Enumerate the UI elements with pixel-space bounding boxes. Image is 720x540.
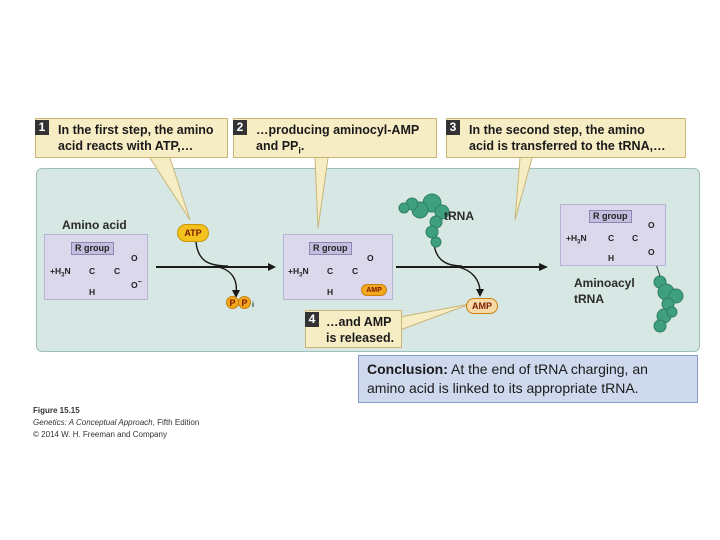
step1-pointer [149,157,191,221]
pyrophosphate-p2: P [238,296,251,309]
step4-line1: …and AMP [326,315,392,329]
amp-tag: AMP [361,284,387,296]
atp-badge: ATP [177,224,209,242]
arrowhead-step1 [268,263,276,271]
step2-line2-end: . [300,139,305,153]
step4-number: 4 [305,312,319,327]
aminoacyl-trna-label-line1: Aminoacyl [574,276,635,290]
figure-number: Figure 15.15 [33,406,80,415]
step2-pointer [314,157,329,229]
aminoacyl-amp-carboxyl-c: C [352,266,359,276]
aminoacyl-trna-rgroup: R group [589,210,632,223]
step4-callout: …and AMP is released. [305,310,402,348]
pyrophosphate-sub: i [252,302,254,309]
pp-out-arrow [217,266,238,295]
step3-pointer [514,157,533,221]
trna-label: tRNA [444,209,474,223]
amine-n-3: N [580,233,587,243]
conclusion-box: Conclusion: At the end of tRNA charging,… [358,355,698,403]
trna-icon [398,193,450,248]
step1-number: 1 [35,120,49,135]
step3-line2: acid is transferred to the tRNA,… [469,139,666,153]
amino-acid-alpha-c: C [89,266,96,276]
conclusion-line2: amino acid is linked to its appropriate … [367,380,639,396]
amino-acid-oxygen: O [131,253,138,263]
o-minus-sign: − [137,279,142,286]
aminoacyl-amp-alpha-c: C [327,266,334,276]
step2-number: 2 [233,120,247,135]
step2-line2: and PPi. [256,138,432,159]
charged-trna-icon [653,275,684,333]
conclusion-prefix: Conclusion: [367,361,448,377]
aminoacyl-trna-carboxyl-c: C [632,233,639,243]
amino-acid-oxygen-minus: O− [131,279,142,290]
step2-callout: …producing aminocyl-AMP and PPi. [233,118,437,158]
step4-line2: is released. [326,331,395,345]
amino-acid-molecule [44,234,148,300]
amine-h-2: +H [288,266,300,276]
conclusion-line1-rest: At the end of tRNA charging, an [447,361,648,377]
step2-line1: …producing aminocyl-AMP [256,123,420,137]
step3-number: 3 [446,120,460,135]
amine-h-3: +H [566,233,578,243]
amino-acid-carboxyl-c: C [114,266,121,276]
step2-line2-text: and PP [256,139,299,153]
trna-in-arrow [433,243,463,267]
amino-acid-hydrogen: H [89,287,96,297]
arrowhead-step2 [539,263,548,271]
step1-callout: In the first step, the amino acid reacts… [35,118,228,158]
aminoacyl-trna-hydrogen: H [608,253,615,263]
book-title: Genetics: A Conceptual Approach [33,418,153,427]
amino-acid-rgroup: R group [71,242,114,255]
amino-acid-amine: +H3N [50,266,71,279]
amine-sub-2: 3 [299,272,303,279]
aminoacyl-trna-label-line2: tRNA [574,292,604,306]
amine-sub-3: 3 [577,239,581,246]
aminoacyl-amp-hydrogen: H [327,287,334,297]
step3-line1: In the second step, the amino [469,123,645,137]
atp-in-arrow [195,241,229,267]
step1-line2: acid reacts with ATP,… [58,139,194,153]
amine-n: N [64,266,71,276]
conclusion-line1: Conclusion: At the end of tRNA charging,… [367,360,689,379]
figure-book: Genetics: A Conceptual Approach, Fifth E… [33,418,199,427]
aminoacyl-trna-oxygen: O [648,220,655,230]
aminoacyl-amp-amine: +H3N [288,266,309,279]
amp-released-badge: AMP [466,298,498,314]
step3-callout: In the second step, the amino acid is tr… [446,118,686,158]
aminoacyl-trna-oxygen-link: O [648,247,655,257]
aminoacyl-trna-alpha-c: C [608,233,615,243]
aminoacyl-amp-rgroup: R group [309,242,352,255]
aminoacyl-amp-oxygen: O [367,253,374,263]
step2-line2-sub: i [298,145,301,156]
book-edition: , Fifth Edition [152,418,200,427]
amine-h: +H [50,266,62,276]
amino-acid-label: Amino acid [62,218,127,232]
amine-sub: 3 [61,272,65,279]
figure-copyright: © 2014 W. H. Freeman and Company [33,430,167,439]
aminoacyl-trna-amine: +H3N [566,233,587,246]
pp-out-arrowhead [232,290,240,298]
amine-n-2: N [302,266,309,276]
step1-line1: In the first step, the amino [58,123,214,137]
o-minus-letter: O [131,279,138,290]
amp-out-arrow [457,266,481,293]
step4-pointer [399,303,471,331]
amp-out-arrowhead [476,289,484,297]
